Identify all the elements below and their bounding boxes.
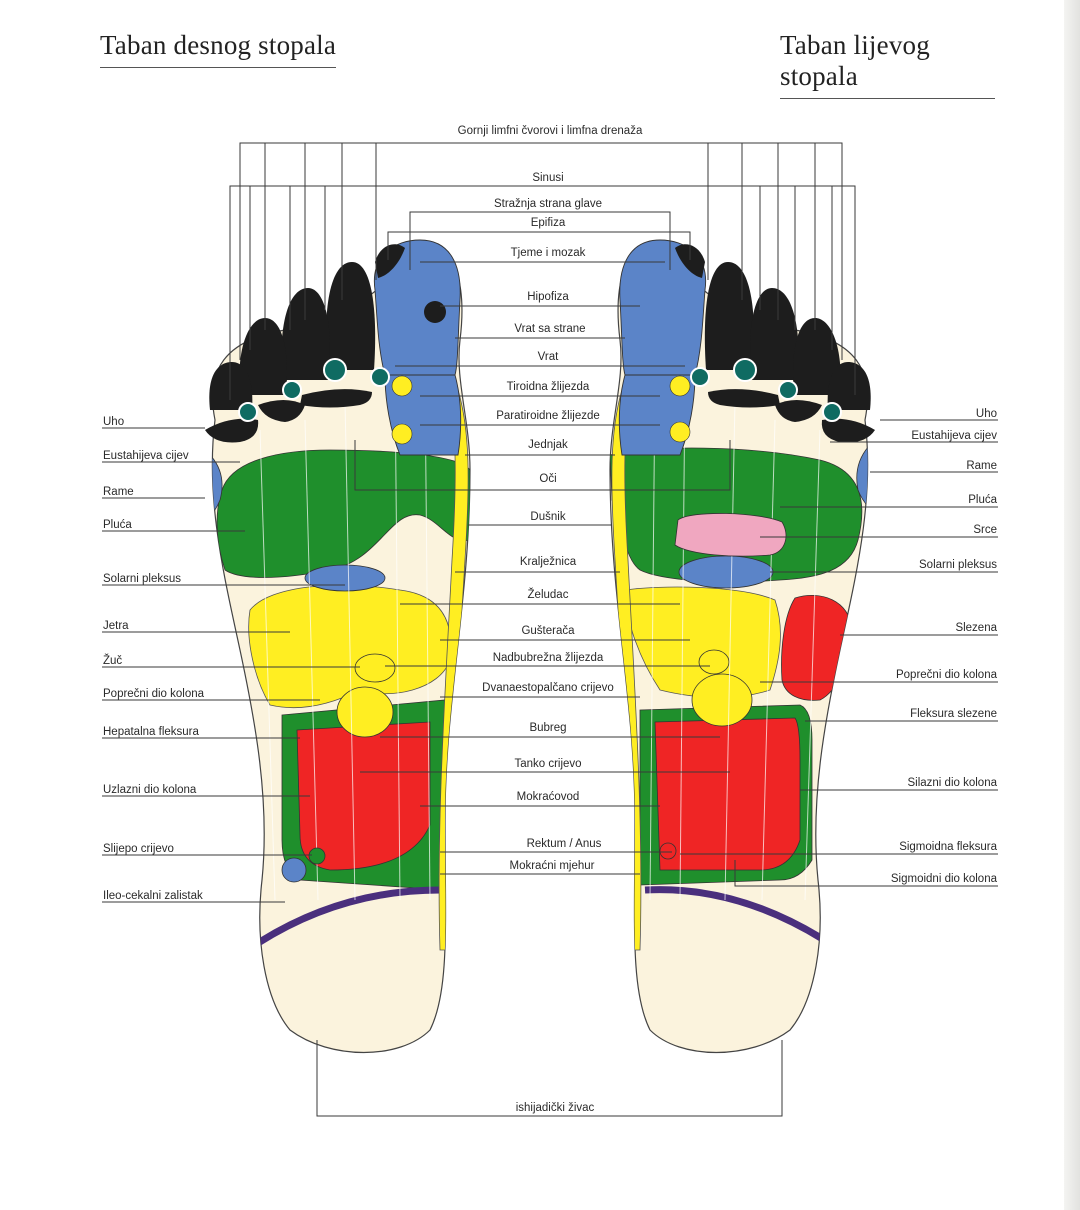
- label-l-slezena: Slezena: [955, 622, 997, 634]
- center-labels: Gornji limfni čvorovi i limfna drenaža S…: [458, 125, 643, 1114]
- label-r-eustahijeva: Eustahijeva cijev: [103, 450, 189, 462]
- label-l-silazni: Silazni dio kolona: [907, 777, 997, 789]
- right-adrenal: [354, 653, 396, 683]
- left-thyroid-yellow-1: [669, 375, 691, 397]
- label-r-rame: Rame: [103, 486, 134, 498]
- label-tanko-crijevo: Tanko crijevo: [514, 758, 581, 770]
- right-zone-lines: [259, 379, 431, 901]
- label-zeludac: Želudac: [528, 588, 569, 601]
- label-gusteraca: Gušterača: [521, 625, 575, 637]
- label-r-uzlazni: Uzlazni dio kolona: [103, 784, 197, 796]
- left-foot: [609, 239, 875, 1053]
- label-dusnik: Dušnik: [530, 511, 565, 523]
- label-sinusi: Sinusi: [532, 172, 563, 184]
- right-pituitary-dot: [424, 301, 446, 323]
- label-vrat-sa-strane: Vrat sa strane: [514, 323, 585, 335]
- label-l-rame: Rame: [966, 460, 997, 472]
- left-solar-plexus: [678, 555, 774, 589]
- label-r-slijepo: Slijepo crijevo: [103, 843, 174, 855]
- label-dvanaestopalcano: Dvanaestopalčano crijevo: [482, 682, 614, 694]
- left-small-toes: [704, 262, 875, 443]
- label-l-pluca: Pluća: [968, 494, 997, 506]
- page-edge: [1064, 0, 1080, 1210]
- left-stomach-zone: [624, 586, 781, 698]
- left-foot-labels: Uho Eustahijeva cijev Rame Pluća Srce So…: [891, 408, 998, 885]
- label-lymph: Gornji limfni čvorovi i limfna drenaža: [458, 125, 643, 137]
- left-heart-zone: [674, 513, 787, 557]
- right-ear-nodes: [238, 358, 390, 422]
- label-mokracni-mjehur: Mokraćni mjehur: [510, 860, 595, 872]
- label-r-zuc: Žuč: [103, 654, 122, 667]
- label-l-solarni: Solarni pleksus: [919, 559, 997, 571]
- label-kraljeznica: Kralježnica: [520, 556, 577, 568]
- left-zone-lines: [649, 379, 821, 901]
- label-l-uho: Uho: [976, 408, 997, 420]
- right-solar-plexus: [304, 564, 386, 592]
- label-oci: Oči: [539, 473, 556, 485]
- label-r-pluca: Pluća: [103, 519, 132, 531]
- left-adrenal: [698, 649, 730, 675]
- label-r-solarni: Solarni pleksus: [103, 573, 181, 585]
- label-hipofiza: Hipofiza: [527, 291, 569, 303]
- label-l-sigmoidna: Sigmoidna fleksura: [899, 841, 997, 853]
- right-ileocecal-valve: [308, 847, 326, 865]
- right-foot: [205, 239, 471, 1053]
- right-shoulder-zone: [212, 449, 223, 521]
- label-tiroidna: Tiroidna žlijezda: [507, 381, 590, 393]
- left-big-toe: [619, 239, 707, 376]
- left-rectum-dot: [659, 842, 677, 860]
- left-epiphysis-black: [675, 244, 705, 278]
- label-nadbubrezna: Nadbubrežna žlijezda: [493, 652, 604, 664]
- label-bubreg: Bubreg: [529, 722, 566, 734]
- label-r-poprecni: Poprečni dio kolona: [103, 688, 205, 700]
- left-ear-nodes: [690, 358, 842, 422]
- label-r-ileo: Ileo-cekalni zalistak: [103, 890, 203, 902]
- right-thyroid-yellow-1: [391, 375, 413, 397]
- right-foot-heading: Taban desnog stopala: [100, 30, 337, 68]
- right-small-toes: [205, 262, 376, 443]
- left-kidney: [691, 673, 753, 727]
- label-r-uho: Uho: [103, 416, 124, 428]
- label-l-sigmoidni: Sigmoidni dio kolona: [891, 873, 998, 885]
- label-paratiroidne: Paratiroidne žlijezde: [496, 410, 600, 422]
- right-kidney: [336, 686, 394, 738]
- right-intestine-zone: [296, 721, 431, 871]
- label-l-eustahijeva: Eustahijeva cijev: [911, 430, 997, 442]
- right-big-toe: [373, 239, 461, 376]
- label-epifiza: Epifiza: [531, 217, 566, 229]
- left-foot-heading: Taban lijevog stopala: [780, 30, 995, 99]
- label-ishijadicki: ishijadički živac: [516, 1102, 595, 1114]
- right-epiphysis-black: [375, 244, 405, 278]
- right-foot-labels: Uho Eustahijeva cijev Rame Pluća Solarni…: [103, 416, 205, 902]
- left-thyroid-yellow-2: [669, 421, 691, 443]
- label-tjeme-mozak: Tjeme i mozak: [511, 247, 586, 259]
- label-l-fleksura: Fleksura slezene: [910, 708, 997, 720]
- label-rektum-anus: Rektum / Anus: [527, 838, 602, 850]
- label-vrat: Vrat: [538, 351, 559, 363]
- label-l-srce: Srce: [973, 524, 997, 536]
- right-heel-band: [253, 886, 441, 948]
- label-r-jetra: Jetra: [103, 620, 129, 632]
- label-mokracovod: Mokraćovod: [517, 791, 580, 803]
- right-appendix: [281, 857, 307, 883]
- left-spleen-zone: [781, 594, 853, 701]
- right-thyroid-yellow-2: [391, 423, 413, 445]
- label-r-hepatalna: Hepatalna fleksura: [103, 726, 199, 738]
- label-jednjak: Jednjak: [528, 439, 568, 451]
- leader-lines: [102, 142, 998, 1117]
- left-shoulder-zone: [856, 439, 868, 516]
- label-back-of-head: Stražnja strana glave: [494, 198, 602, 210]
- right-lung-zone: [216, 449, 470, 578]
- left-heel-band: [644, 886, 834, 948]
- label-l-poprecni: Poprečni dio kolona: [896, 669, 998, 681]
